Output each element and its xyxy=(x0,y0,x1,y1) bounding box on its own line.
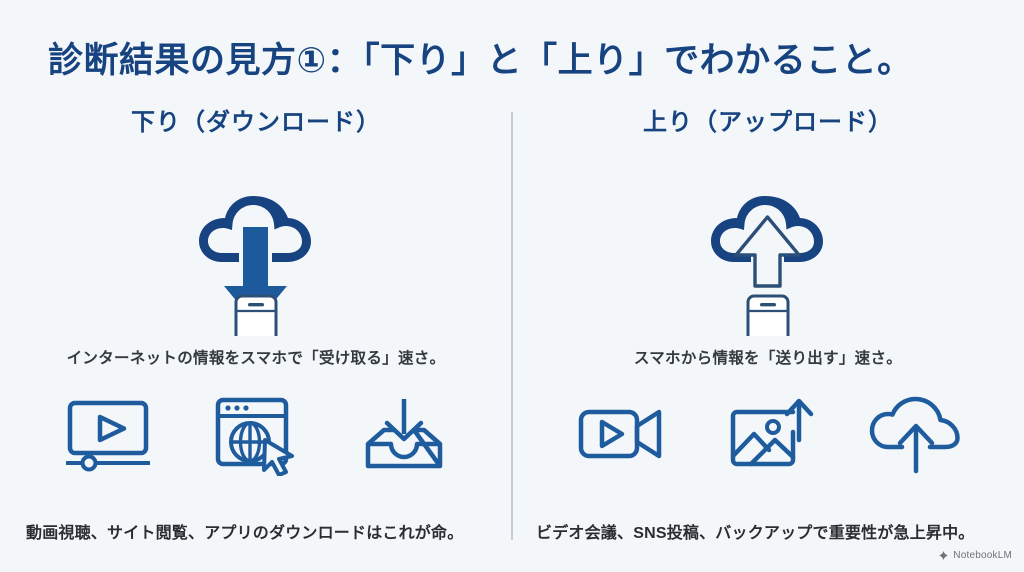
watermark-label: NotebookLM xyxy=(953,550,1012,561)
notebooklm-icon xyxy=(939,550,949,561)
hero-upload xyxy=(518,156,1018,336)
caption-upload: ビデオ会議、SNS投稿、バックアップで重要性が急上昇中。 xyxy=(536,525,975,542)
image-upload-icon xyxy=(730,398,814,467)
icon-row-upload xyxy=(518,390,1018,478)
browser-globe-cursor-icon xyxy=(215,397,294,476)
icon-row-download xyxy=(6,390,506,478)
column-download: 下り（ダウンロード） インターネットの情報をスマホで「受け取る」速さ。 xyxy=(6,106,506,526)
icon-cell-image-upload xyxy=(713,390,823,478)
column-divider xyxy=(511,112,513,540)
column-upload: 上り（アップロード） スマホから情報を「送り出す」速さ。 xyxy=(518,106,1018,526)
lead-text-upload: スマホから情報を「送り出す」速さ。 xyxy=(633,350,903,367)
icon-cell-browser-globe xyxy=(201,390,311,478)
hero-download xyxy=(6,156,506,336)
cloud-upload-from-phone-icon xyxy=(711,196,823,336)
cloud-upload-icon xyxy=(869,396,960,474)
icon-cell-cloud-upload xyxy=(861,390,971,478)
video-player-icon xyxy=(66,400,150,472)
column-heading-upload: 上り（アップロード） xyxy=(643,109,893,136)
lead-text-download: インターネットの情報をスマホで「受け取る」速さ。 xyxy=(66,350,446,367)
video-camera-icon xyxy=(578,409,662,459)
download-tray-icon xyxy=(365,399,443,469)
caption-download: 動画視聴、サイト閲覧、アプリのダウンロードはこれが命。 xyxy=(26,525,464,542)
icon-cell-video-camera xyxy=(565,390,675,478)
cloud-download-to-phone-icon xyxy=(199,196,311,336)
column-heading-download: 下り（ダウンロード） xyxy=(131,109,381,136)
watermark: NotebookLM xyxy=(938,550,1012,561)
icon-cell-video-player xyxy=(53,390,163,478)
page-title: 診断結果の見方①：「下り」と「上り」でわかること。 xyxy=(48,41,913,80)
icon-cell-download-tray xyxy=(349,390,459,478)
